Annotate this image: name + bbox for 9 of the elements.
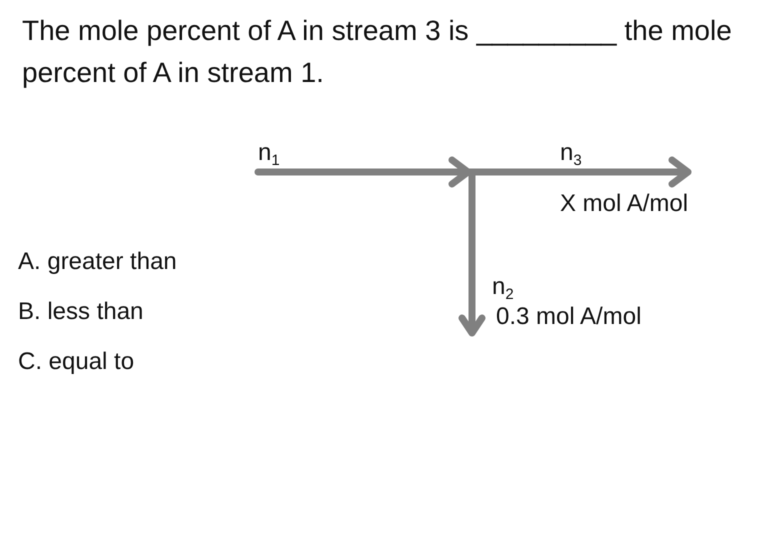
composition-label: 0.3 mol A/mol — [496, 303, 642, 331]
stream-label: n$_{3}$ — [560, 139, 582, 171]
answer-option: A. greater than — [18, 248, 177, 276]
question-text: The mole percent of A in stream 3 is _________ the mole percent of A in stream 1. — [22, 14, 733, 90]
stream-label: n$_{1}$ — [258, 139, 280, 171]
stream-label: n$_{2}$ — [492, 273, 514, 305]
composition-label: X mol A/mol — [560, 190, 688, 218]
answer-option: C. equal to — [18, 348, 134, 376]
answer-option: B. less than — [18, 298, 144, 326]
